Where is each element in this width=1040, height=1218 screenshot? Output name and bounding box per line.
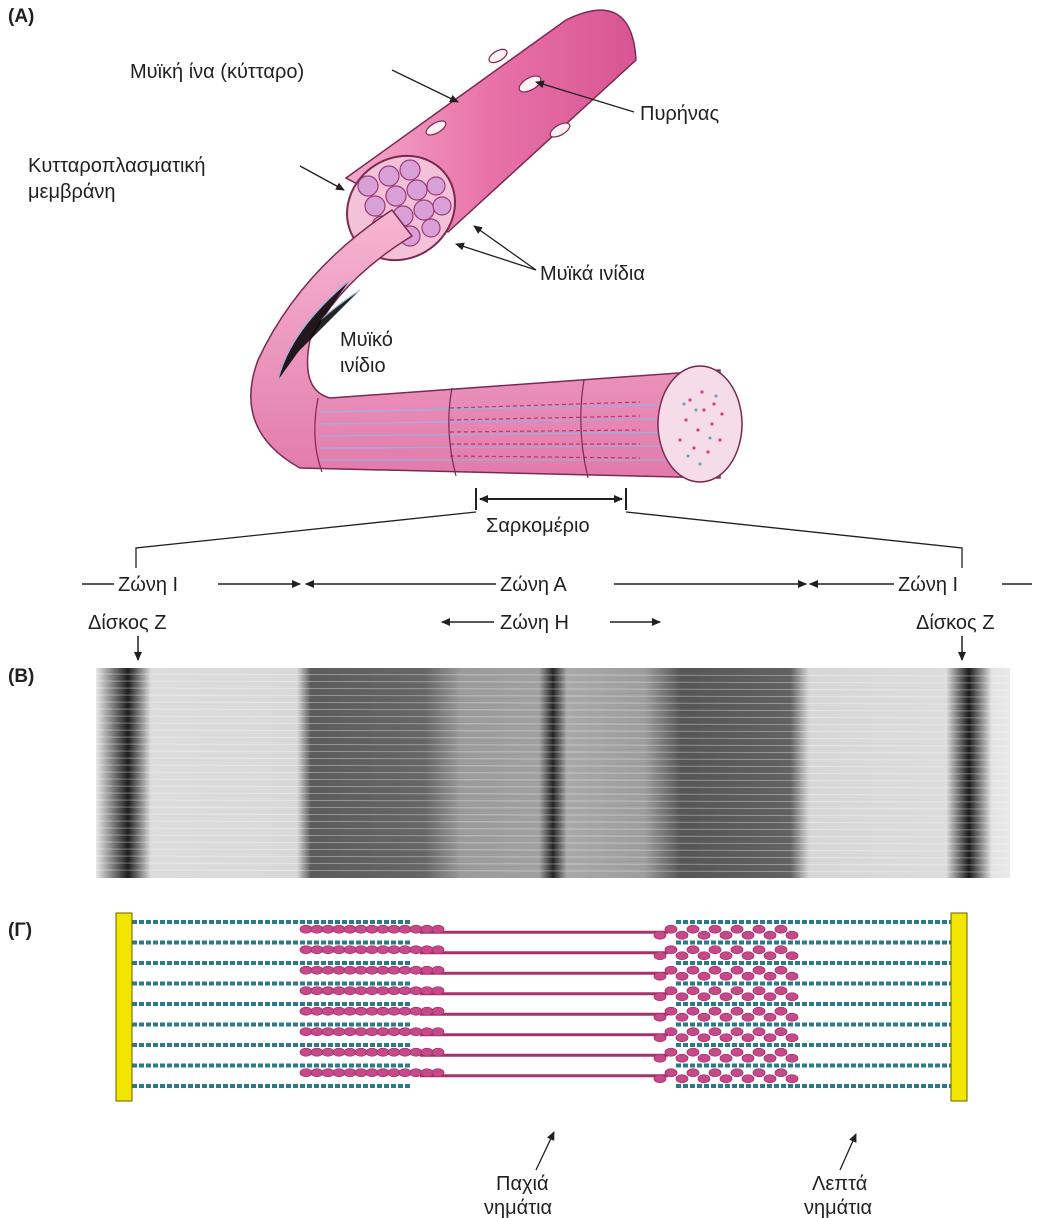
panel-label-c: (Γ) <box>8 920 32 941</box>
h-zone-label: Ζώνη Η <box>500 612 569 634</box>
z-disc-left-label: Δίσκος Ζ <box>88 612 166 634</box>
thick-filaments-label-line2: νημάτια <box>484 1197 552 1218</box>
a-band-label: Ζώνη Α <box>500 574 567 596</box>
i-band-right-label: Ζώνη I <box>898 574 958 596</box>
sarcomere-label: Σαρκομέριο <box>486 515 590 537</box>
panel-label-a: (A) <box>8 6 34 27</box>
nucleus-label: Πυρήνας <box>640 103 719 125</box>
z-disc-left-bar <box>116 913 132 1101</box>
myofibrils-label: Μυϊκά ινίδια <box>540 263 645 285</box>
myofibril-label-line1: Μυϊκό <box>340 329 393 351</box>
thin-filaments-label-line1: Λεπτά <box>812 1173 867 1195</box>
membrane-label-line1: Κυτταροπλασματική <box>28 155 206 177</box>
muscle-fiber-label: Μυϊκή ίνα (κύτταρο) <box>130 61 304 83</box>
myofibril-illustration <box>251 210 742 482</box>
z-disc-right-bar <box>951 913 967 1101</box>
membrane-label-line2: μεμβράνη <box>28 181 116 203</box>
thin-filaments-label-line2: νημάτια <box>804 1197 872 1218</box>
thick-filaments-label-line1: Παχιά <box>496 1173 549 1195</box>
sarcomere-bracket <box>476 488 626 510</box>
panel-label-b: (B) <box>8 666 34 687</box>
z-disc-right-label: Δίσκος Ζ <box>916 612 994 634</box>
sarcomere-schematic <box>116 913 967 1101</box>
electron-micrograph <box>96 668 1010 878</box>
i-band-left-label: Ζώνη I <box>118 574 178 596</box>
thin-filaments <box>132 922 951 1086</box>
myofibril-label-line2: ινίδιο <box>340 355 386 377</box>
